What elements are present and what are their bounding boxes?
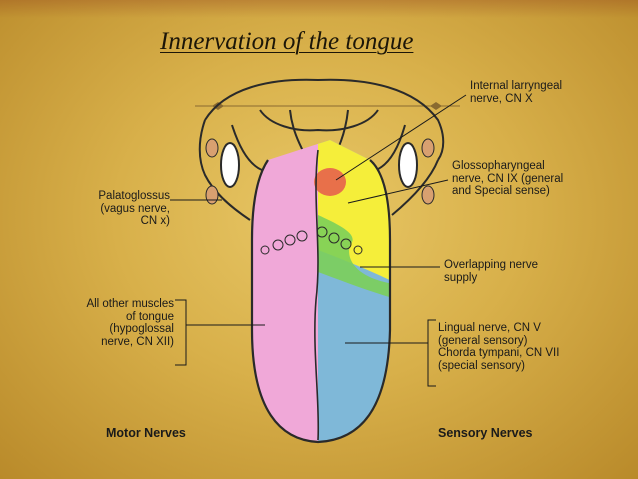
pharynx-structure <box>198 78 445 221</box>
median-sulcus <box>314 149 320 441</box>
tongue-outline <box>250 159 392 444</box>
callout-lines <box>170 94 467 387</box>
label-glossopharyngeal: Glossopharyngeal nerve, CN IX (general a… <box>452 160 564 197</box>
label-other-muscles: All other muscles of tongue (hypoglossal… <box>86 298 174 348</box>
motor-region <box>252 140 320 442</box>
laryngeal-region <box>314 168 346 196</box>
label-internal-laryngeal: Internal larryngeal nerve, CN X <box>470 80 563 105</box>
label-lingual: Lingual nerve, CN V (general sensory) Ch… <box>438 322 560 372</box>
divider-diamond-right-icon <box>430 102 442 110</box>
footer-sensory-nerves: Sensory Nerves <box>438 426 533 440</box>
label-overlapping: Overlapping nerve supply <box>444 259 538 284</box>
papillae <box>260 226 363 255</box>
slide-title: Innervation of the tongue <box>160 28 414 55</box>
tonsil-left <box>205 138 240 205</box>
decorative-header-band <box>0 0 638 18</box>
footer-motor-nerves: Motor Nerves <box>106 426 186 440</box>
tonsil-right <box>398 138 435 205</box>
label-palatoglossus: Palatoglossus (vagus nerve, CN x) <box>98 190 170 227</box>
